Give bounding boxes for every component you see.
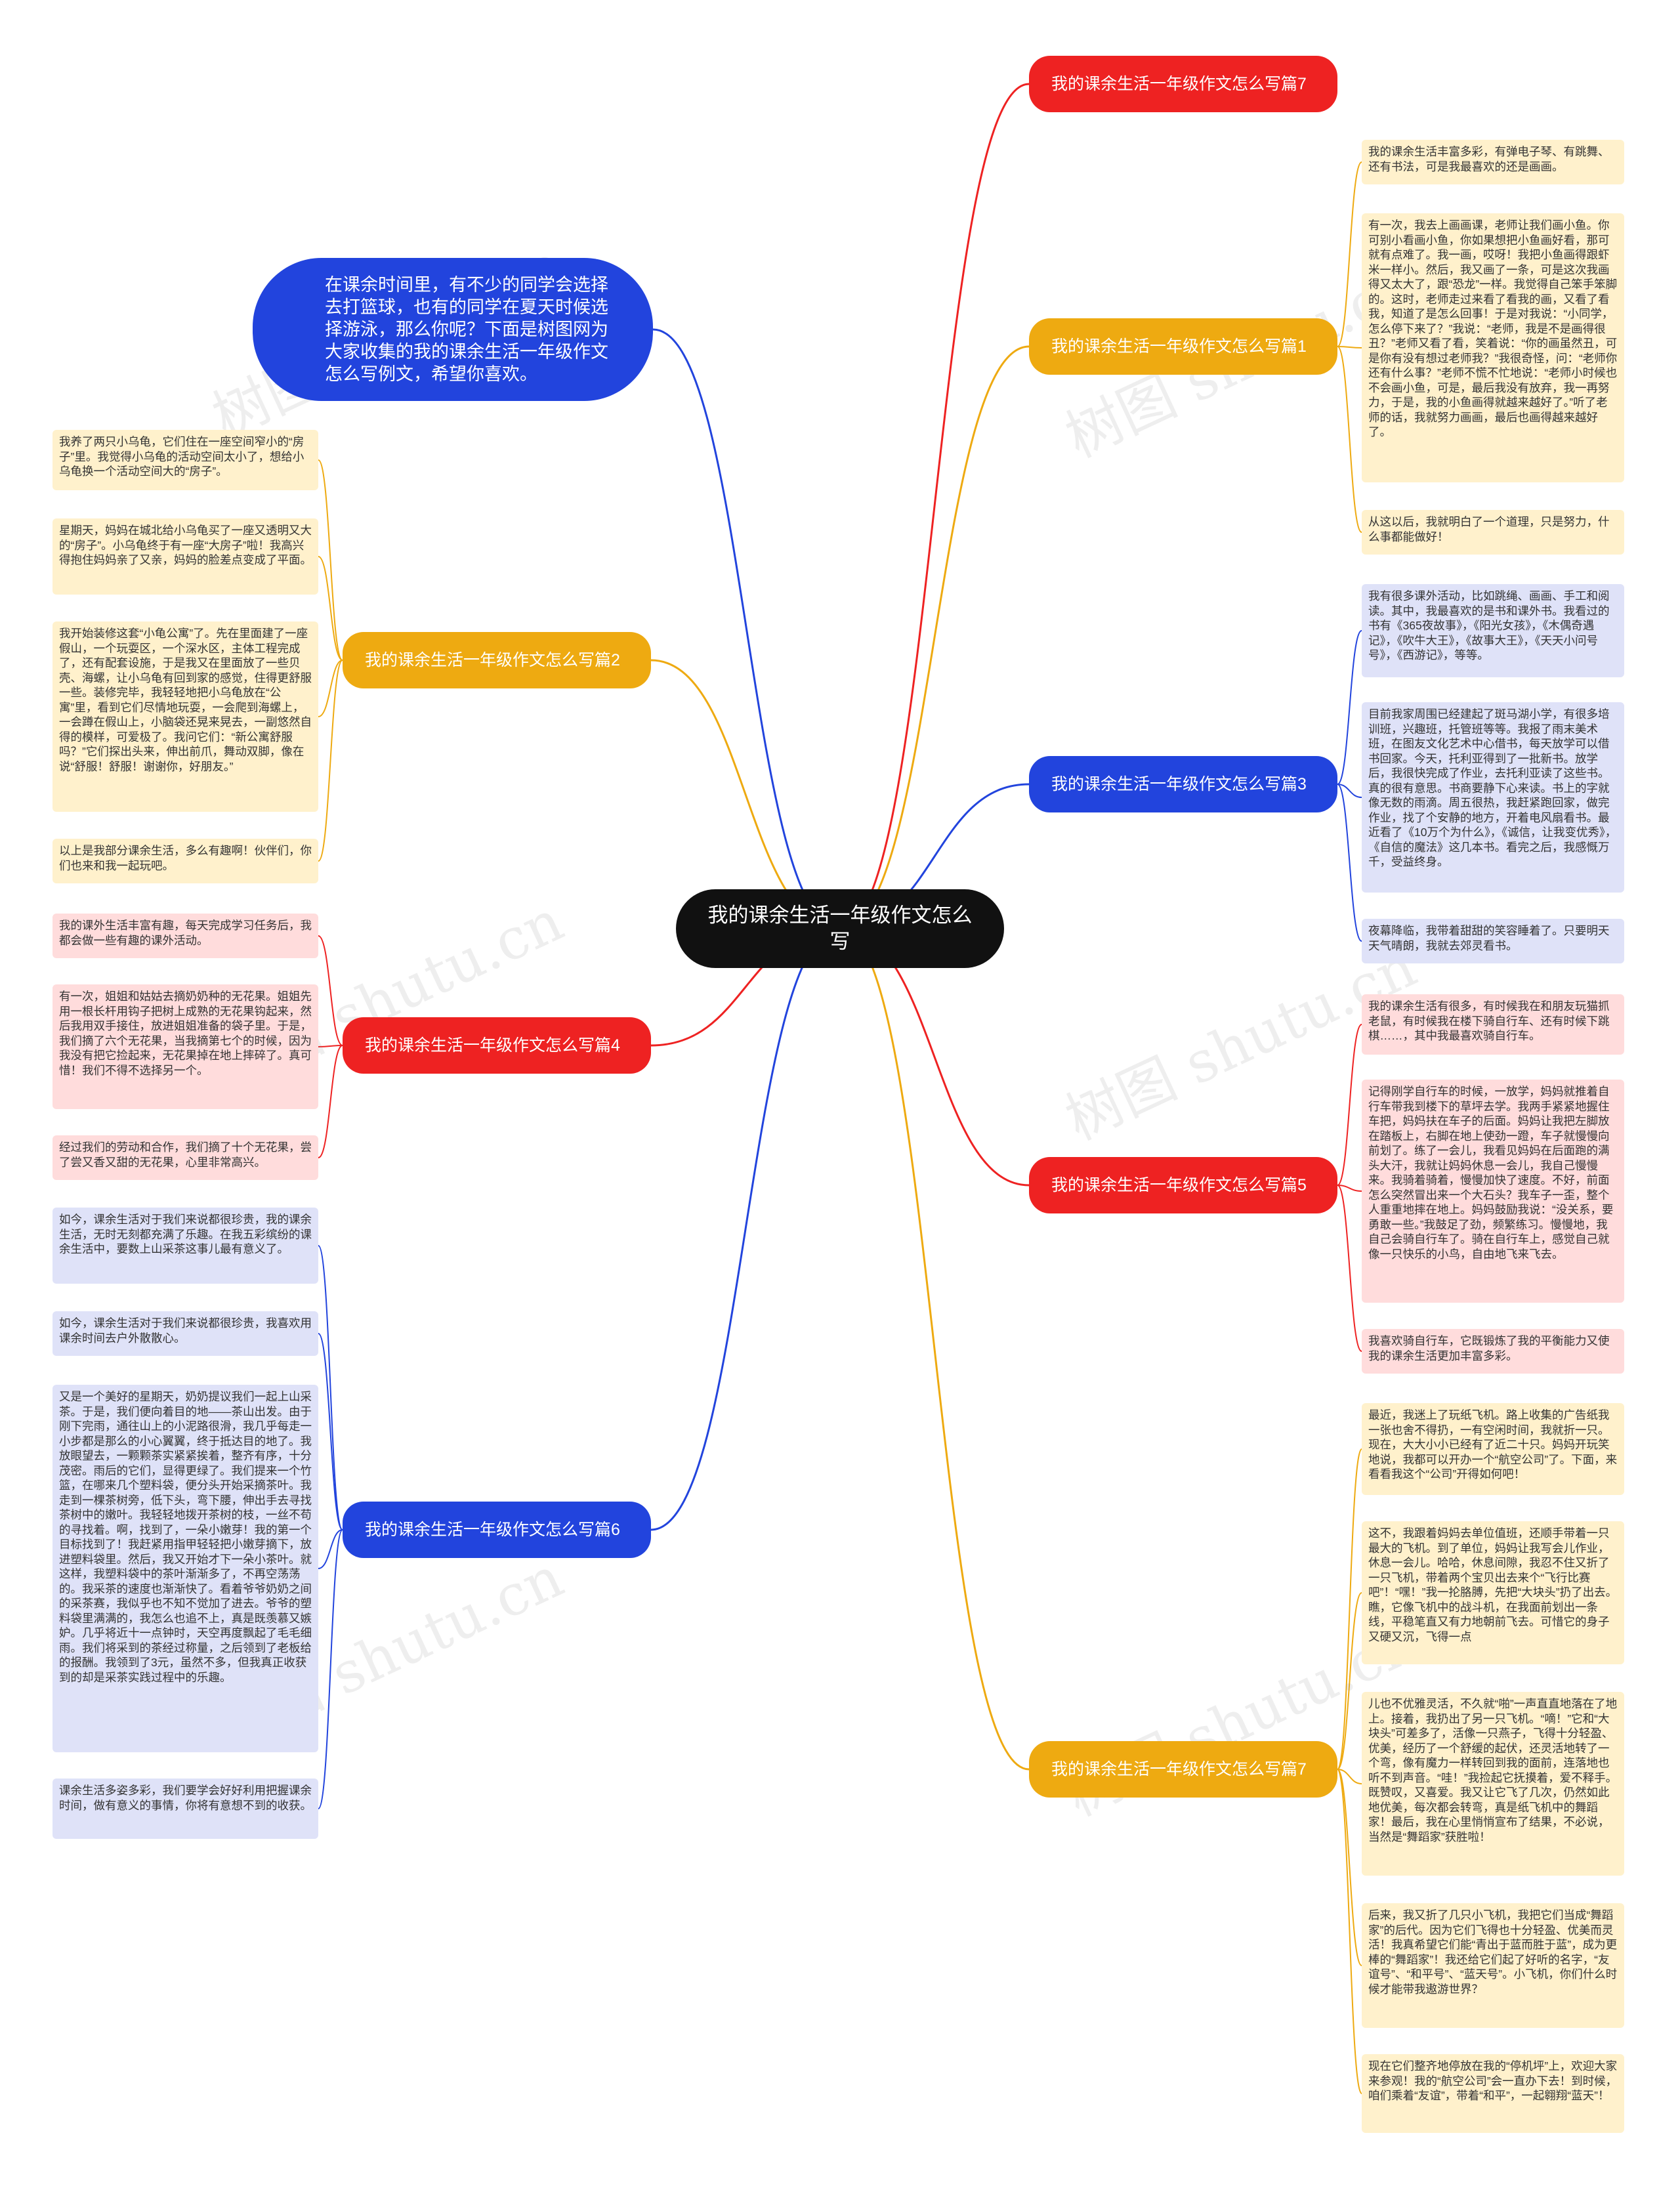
leaf-connector bbox=[1337, 1769, 1362, 1966]
leaf-connector bbox=[1337, 1592, 1362, 1770]
root-node[interactable]: 我的课余生活一年级作文怎么写 bbox=[676, 889, 1004, 968]
leaf-connector bbox=[1337, 630, 1362, 785]
leaf-connector bbox=[1337, 784, 1362, 798]
branch-node[interactable]: 我的课余生活一年级作文怎么写篇2 bbox=[343, 632, 651, 688]
branch-label: 我的课余生活一年级作文怎么写篇4 bbox=[365, 1036, 620, 1055]
leaf-connector bbox=[1337, 1024, 1362, 1186]
intro-text: 在课余时间里，有不少的同学会选择去打篮球，也有的同学在夏天时候选择游泳，那么你呢… bbox=[325, 275, 608, 384]
leaf-connector bbox=[1337, 346, 1362, 533]
leaf-note: 经过我们的劳动和合作，我们摘了十个无花果，尝了尝又香又甜的无花果，心里非常高兴。 bbox=[52, 1135, 318, 1180]
leaf-note: 从这以后，我就明白了一个道理，只是努力，什么事都能做好！ bbox=[1362, 510, 1624, 555]
leaf-connector bbox=[318, 1245, 343, 1530]
leaf-connector bbox=[1337, 161, 1362, 347]
leaf-connector bbox=[1337, 784, 1362, 942]
branch-label: 我的课余生活一年级作文怎么写篇3 bbox=[1051, 775, 1307, 793]
branch-label: 我的课余生活一年级作文怎么写篇7 bbox=[1051, 1760, 1307, 1779]
leaf-note: 我开始装修这套“小龟公寓”了。先在里面建了一座假山，一个玩耍区，一个深水区，主体… bbox=[52, 621, 318, 812]
leaf-note: 我喜欢骑自行车，它既锻炼了我的平衡能力又使我的课余生活更加丰富多彩。 bbox=[1362, 1329, 1624, 1374]
leaf-note: 我养了两只小乌龟，它们住在一座空间窄小的“房子”里。我觉得小乌龟的活动空间太小了… bbox=[52, 430, 318, 490]
leaf-note: 有一次，我去上画画课，老师让我们画小鱼。你可别小看画小鱼，你如果想把小鱼画好看，… bbox=[1362, 213, 1624, 482]
leaf-note: 我的课余生活有很多，有时候我在和朋友玩猫抓老鼠，有时候我在楼下骑自行车、还有时候… bbox=[1362, 994, 1624, 1055]
leaf-connector bbox=[1337, 1769, 1362, 1784]
leaf-note: 我有很多课外活动，比如跳绳、画画、手工和阅读。其中，我最喜欢的是书和课外书。我看… bbox=[1362, 584, 1624, 677]
root-label: 我的课余生活一年级作文怎么写 bbox=[707, 904, 973, 953]
leaf-note: 现在它们整齐地停放在我的“停机坪”上，欢迎大家来参观！我的“航空公司”会一直办下… bbox=[1362, 2054, 1624, 2133]
leaf-connector bbox=[318, 1333, 343, 1530]
branch-node[interactable]: 我的课余生活一年级作文怎么写篇1 bbox=[1029, 318, 1337, 375]
leaf-note: 我的课余生活丰富多彩，有弹电子琴、有跳舞、还有书法，可是我最喜欢的还是画画。 bbox=[1362, 140, 1624, 184]
leaf-note: 星期天，妈妈在城北给小乌龟买了一座又透明又大的“房子”。小乌龟终于有一座“大房子… bbox=[52, 518, 318, 595]
leaf-connector bbox=[318, 1529, 343, 1569]
leaf-note: 课余生活多姿多彩，我们要学会好好利用把握课余时间，做有意义的事情，你将有意想不到… bbox=[52, 1779, 318, 1839]
branch-label: 我的课余生活一年级作文怎么写篇7 bbox=[1051, 75, 1307, 93]
branch-node[interactable]: 我的课余生活一年级作文怎么写篇7 bbox=[1029, 1741, 1337, 1798]
branch-node[interactable]: 我的课余生活一年级作文怎么写篇3 bbox=[1029, 756, 1337, 812]
leaf-note: 以上是我部分课余生活，多么有趣啊！伙伴们，你们也来和我一起玩吧。 bbox=[52, 839, 318, 883]
leaf-connector bbox=[318, 556, 343, 661]
branch-connector bbox=[839, 927, 1030, 1771]
leaf-connector bbox=[318, 1045, 343, 1158]
leaf-connector bbox=[1337, 346, 1362, 348]
leaf-connector bbox=[318, 935, 343, 1046]
leaf-connector bbox=[1337, 1769, 1362, 2094]
leaf-connector bbox=[318, 1529, 343, 1809]
leaf-connector bbox=[318, 459, 343, 661]
intro-node[interactable]: 在课余时间里，有不少的同学会选择去打篮球，也有的同学在夏天时候选择游泳，那么你呢… bbox=[253, 258, 653, 401]
leaf-note: 我的课外生活丰富有趣，每天完成学习任务后，我都会做一些有趣的课外活动。 bbox=[52, 914, 318, 958]
leaf-note: 后来，我又折了几只小飞机，我把它们当成“舞蹈家”的后代。因为它们飞得也十分轻盈、… bbox=[1362, 1903, 1624, 2028]
branch-connector bbox=[839, 345, 1030, 930]
branch-connector bbox=[650, 659, 841, 930]
branch-label: 我的课余生活一年级作文怎么写篇2 bbox=[365, 651, 620, 669]
leaf-note: 有一次，姐姐和姑姑去摘奶奶种的无花果。姐姐先用一根长杆用钩子把树上成熟的无花果钩… bbox=[52, 984, 318, 1109]
leaf-connector bbox=[1337, 1185, 1362, 1352]
leaf-note: 如今，课余生活对于我们来说都很珍贵，我的课余生活，无时无刻都充满了乐趣。在我五彩… bbox=[52, 1208, 318, 1284]
branch-connector bbox=[650, 927, 841, 1531]
leaf-connector bbox=[318, 1045, 343, 1047]
leaf-note: 又是一个美好的星期天，奶奶提议我们一起上山采茶。于是，我们便向着目的地——茶山出… bbox=[52, 1385, 318, 1752]
leaf-note: 记得刚学自行车的时候，一放学，妈妈就推着自行车带我到楼下的草坪去学。我两手紧紧地… bbox=[1362, 1080, 1624, 1303]
leaf-note: 目前我家周围已经建起了斑马湖小学，有很多培训班，兴趣班，托管班等等。我报了雨末美… bbox=[1362, 702, 1624, 893]
leaf-connector bbox=[318, 660, 343, 717]
leaf-note: 夜幕降临，我带着甜甜的笑容睡着了。只要明天天气晴朗，我就去郊灵看书。 bbox=[1362, 919, 1624, 963]
branch-node[interactable]: 我的课余生活一年级作文怎么写篇4 bbox=[343, 1017, 651, 1074]
leaf-connector bbox=[1337, 1448, 1362, 1770]
branch-node[interactable]: 我的课余生活一年级作文怎么写篇6 bbox=[343, 1502, 651, 1558]
branch-label: 我的课余生活一年级作文怎么写篇5 bbox=[1051, 1176, 1307, 1194]
leaf-note: 儿也不优雅灵活，不久就“啪”一声直直地落在了地上。接着，我扔出了另一只飞机。“嘀… bbox=[1362, 1692, 1624, 1876]
branch-label: 我的课余生活一年级作文怎么写篇1 bbox=[1051, 337, 1307, 356]
leaf-note: 最近，我迷上了玩纸飞机。路上收集的广告纸我一张也舍不得扔，一有空闲时间，我就折一… bbox=[1362, 1403, 1624, 1495]
branch-connector bbox=[652, 328, 841, 930]
leaf-note: 如今，课余生活对于我们来说都很珍贵，我喜欢用课余时间去户外散散心。 bbox=[52, 1311, 318, 1356]
leaf-connector bbox=[318, 660, 343, 862]
branch-label: 我的课余生活一年级作文怎么写篇6 bbox=[365, 1521, 620, 1539]
branch-node[interactable]: 我的课余生活一年级作文怎么写篇7 bbox=[1029, 56, 1337, 112]
branch-node[interactable]: 我的课余生活一年级作文怎么写篇5 bbox=[1029, 1157, 1337, 1213]
branch-connector bbox=[839, 83, 1030, 930]
leaf-note: 这不，我跟着妈妈去单位值班，还顺手带着一只最大的飞机。到了单位，妈妈让我写会儿作… bbox=[1362, 1521, 1624, 1664]
leaf-connector bbox=[1337, 1185, 1362, 1192]
